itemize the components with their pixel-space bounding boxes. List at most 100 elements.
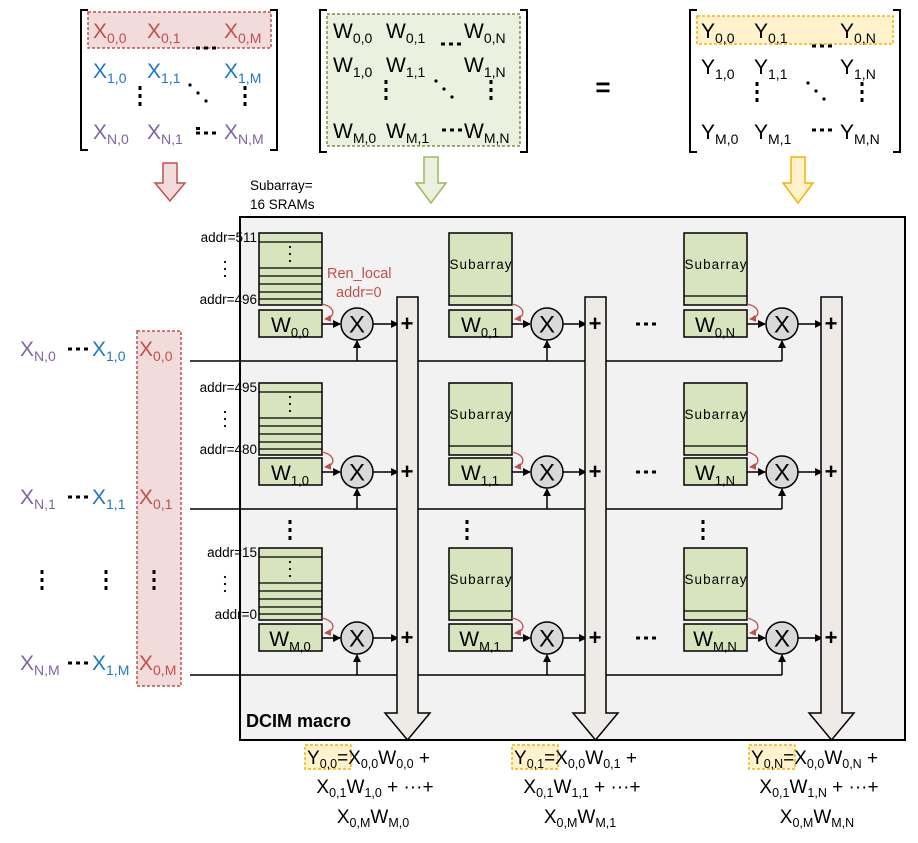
- multiplier-symbol: X: [774, 626, 790, 653]
- row-ellipsis-icon: [288, 520, 292, 540]
- pe-cell: addr=15 addr=0WM,0 X: [207, 545, 399, 675]
- multiplier-symbol: X: [539, 312, 555, 339]
- x-matrix-element: X0,M: [224, 20, 261, 46]
- ren-local-arrow-icon: [321, 617, 334, 636]
- weight-label: W1,0: [271, 462, 309, 488]
- subarray-block: [448, 232, 513, 306]
- x-down-arrow-icon: [153, 162, 187, 203]
- column-ellipsis-icon: [636, 636, 656, 640]
- y-matrix-element: YM,N: [840, 121, 880, 147]
- right-bracket: [520, 9, 528, 153]
- multiplier-symbol: X: [539, 626, 555, 653]
- weight-label: W1,N: [695, 462, 735, 488]
- subarray-label: Subarray: [450, 407, 512, 422]
- subarray-block: [683, 382, 748, 456]
- ren-local-arrow-icon: [746, 303, 759, 322]
- vertical-ellipsis-icon: [288, 395, 292, 413]
- accumulate-arrow-icon: [383, 296, 432, 742]
- ren-local-arrow-icon: [321, 451, 334, 470]
- adder-symbol: +: [401, 311, 414, 336]
- output-equation: Y0,1=X0,0W0,1 +X0,1W1,1 + ···+X0,MWM,1: [511, 744, 641, 830]
- input-xn: XN,0: [20, 338, 56, 364]
- horizontal-ellipsis-icon: [441, 42, 461, 46]
- vertical-ellipsis-icon: [243, 86, 247, 106]
- vertical-ellipsis-icon: [755, 82, 759, 102]
- addr-label-top: addr=511: [201, 230, 257, 245]
- adder-symbol: +: [589, 459, 602, 484]
- vertical-ellipsis-icon: [288, 245, 292, 263]
- vertical-ellipsis-icon: [223, 410, 227, 428]
- weight-register: [258, 309, 323, 338]
- y-matrix-element: Y0,N: [840, 20, 876, 46]
- y-matrix-element: Y1,1: [754, 56, 788, 82]
- x-matrix-element: X0,1: [147, 20, 181, 46]
- subarray-label: Subarray: [450, 257, 512, 272]
- addr-label-top: addr=495: [200, 380, 257, 395]
- y-output-highlight: [748, 744, 796, 770]
- y-output-highlight: [304, 744, 352, 770]
- ren-local-arrow-icon: [321, 303, 334, 322]
- vertical-ellipsis-icon: [104, 570, 108, 590]
- subarray-block: [683, 232, 748, 306]
- adder-column: +++: [383, 296, 432, 742]
- vertical-ellipsis-icon: [223, 260, 227, 278]
- row-ellipsis-icon: [465, 520, 469, 540]
- column-ellipsis-icon: [636, 322, 656, 326]
- equation-line: X0,1W1,0 + ···+: [316, 777, 433, 800]
- subarray-block: [683, 547, 748, 621]
- equals-sign: =: [595, 72, 610, 102]
- y-matrix-element: Y1,N: [840, 56, 876, 82]
- svg-text:addr=0: addr=0: [336, 285, 382, 301]
- x-matrix-element: X0,0: [93, 20, 127, 46]
- adder-symbol: +: [589, 625, 602, 650]
- equation-line: X0,MWM,1: [544, 807, 616, 830]
- y-matrix-element: YM,0: [701, 121, 739, 147]
- horizontal-ellipsis-icon: [68, 661, 88, 665]
- x-matrix-element: X1,M: [224, 60, 261, 86]
- addr-label-top: addr=15: [207, 545, 257, 560]
- weight-label: WM,0: [269, 628, 311, 654]
- adder-symbol: +: [401, 625, 414, 650]
- left-bracket: [689, 9, 697, 153]
- x-matrix-element: XN,1: [147, 121, 183, 147]
- multiplier-symbol: X: [539, 460, 555, 487]
- y-matrix-element: Y1,0: [701, 56, 735, 82]
- w-matrix-element: W0,1: [386, 20, 426, 46]
- vertical-ellipsis-icon: [152, 570, 156, 590]
- weight-label: WM,1: [459, 628, 501, 654]
- y-matrix-element: Y0,1: [754, 20, 788, 46]
- adder-symbol: +: [825, 459, 838, 484]
- subarray-block: [258, 547, 323, 621]
- w-matrix-element: WM,N: [464, 120, 510, 146]
- w-down-arrow-icon: [414, 156, 448, 205]
- w-matrix-element: W0,0: [333, 20, 373, 46]
- equation-line: X0,1W1,1 + ···+: [523, 777, 640, 800]
- horizontal-ellipsis-icon: [68, 347, 88, 351]
- addr-label-bottom: addr=0: [215, 607, 257, 622]
- horizontal-ellipsis-icon: [196, 46, 216, 50]
- y-matrix-element: YM,1: [754, 121, 792, 147]
- x-matrix-element: X1,1: [147, 60, 181, 86]
- row-ellipsis-icon: [701, 520, 705, 540]
- horizontal-ellipsis-icon: [812, 44, 832, 48]
- vertical-ellipsis-icon: [489, 80, 493, 100]
- w-matrix-element: WM,0: [333, 120, 376, 146]
- equation-line: X0,MWM,N: [780, 807, 854, 830]
- svg-text:Ren_local: Ren_local: [327, 266, 392, 282]
- subarray-note-line2: 16 SRAMs: [250, 197, 315, 212]
- diagonal-ellipsis-icon: [434, 79, 454, 99]
- multiplier-symbol: X: [349, 626, 365, 653]
- weight-label: W0,N: [695, 314, 735, 340]
- output-equation: Y0,0=X0,0W0,0 +X0,1W1,0 + ···+X0,MWM,0: [304, 744, 434, 830]
- ren-local-arrow-icon: [746, 617, 759, 636]
- right-bracket: [893, 9, 901, 153]
- weight-label: W1,1: [461, 462, 499, 488]
